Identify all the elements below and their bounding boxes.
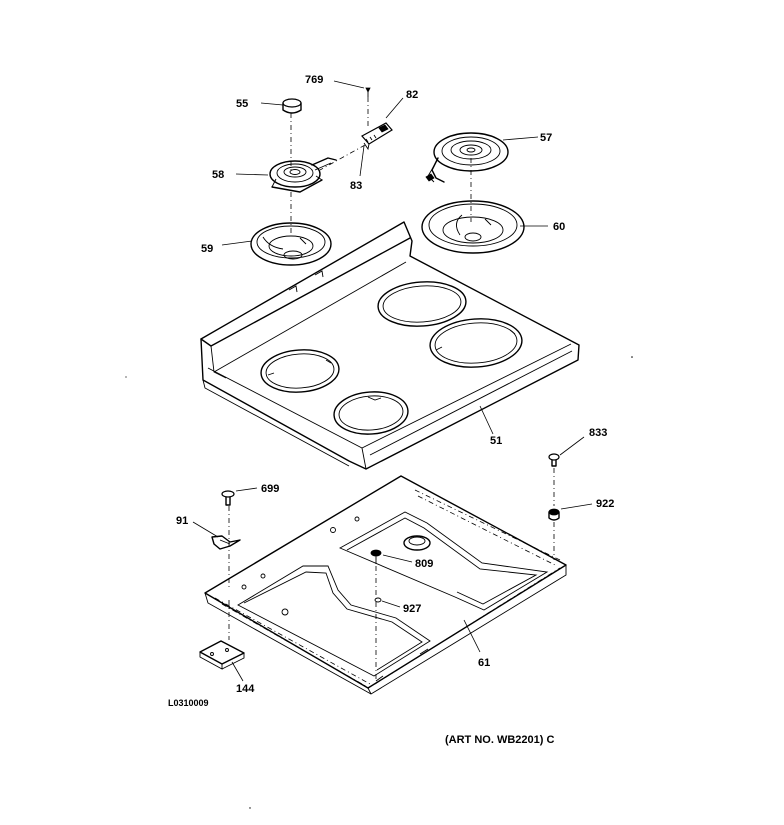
spacer-922: [548, 508, 560, 521]
burner-box: [204, 475, 567, 695]
burner-opening-front-left: [260, 349, 340, 393]
screw-699: [221, 490, 235, 506]
callout-55: 55: [236, 98, 248, 110]
surface-unit-large: [425, 132, 509, 183]
speck: [631, 356, 633, 358]
drip-pan-small: [250, 222, 332, 266]
callout-57: 57: [540, 132, 552, 144]
assembly-center-lines: [228, 97, 555, 680]
screw-809: [370, 549, 382, 564]
burner-opening-front-right: [333, 391, 409, 435]
callout-144: 144: [236, 683, 255, 695]
callout-809: 809: [415, 558, 433, 570]
callout-51: 51: [490, 435, 502, 447]
speck: [249, 807, 251, 809]
clip-91: [211, 535, 241, 550]
surface-unit-small: [269, 157, 337, 193]
callout-833: 833: [589, 427, 607, 439]
screw-769: [365, 87, 371, 97]
callout-83: 83: [350, 180, 362, 192]
burner-opening-back-left: [377, 281, 467, 327]
receptacle-block: [361, 122, 393, 151]
screw-833: [548, 453, 560, 467]
knob-cap: [282, 98, 302, 114]
drawing-code: L0310009: [168, 698, 209, 708]
art-number: (ART NO. WB2201) C: [445, 734, 554, 746]
leader-lines: [192, 80, 593, 682]
speck: [125, 376, 127, 378]
callout-91: 91: [176, 515, 188, 527]
burner-opening-back-right: [429, 318, 523, 368]
callout-58: 58: [212, 169, 224, 181]
cooktop-panel: [200, 221, 580, 470]
callout-82: 82: [406, 89, 418, 101]
drip-pan-large: [421, 200, 525, 254]
callout-922: 922: [596, 498, 614, 510]
callout-699: 699: [261, 483, 279, 495]
bracket-144: [199, 640, 245, 670]
callout-59: 59: [201, 243, 213, 255]
callout-60: 60: [553, 221, 565, 233]
callout-61: 61: [478, 657, 490, 669]
callout-927: 927: [403, 603, 421, 615]
callout-769: 769: [305, 74, 323, 86]
